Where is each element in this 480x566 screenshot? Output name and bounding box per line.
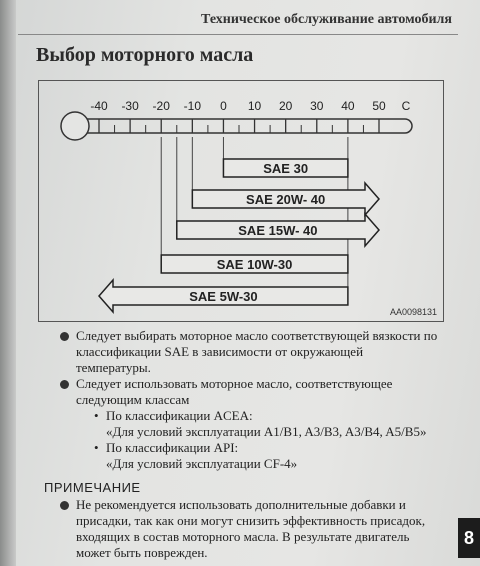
sub-item-acea: • По классификации ACEA: «Для условий эк… xyxy=(92,408,440,440)
sub-item-api: • По классификации API: «Для условий экс… xyxy=(92,440,440,472)
viscosity-bar: SAE 30 xyxy=(222,158,349,178)
bullet-text: Следует использовать моторное масло, соо… xyxy=(76,376,393,407)
figure-code: AA0098131 xyxy=(390,307,437,317)
header-rule xyxy=(18,34,458,35)
unit-label: C xyxy=(402,99,411,113)
page-spine xyxy=(0,0,16,566)
bullet-icon xyxy=(60,380,69,389)
bullet-icon xyxy=(60,501,69,510)
bar-label: SAE 30 xyxy=(263,161,308,176)
viscosity-bar: SAE 10W-30 xyxy=(160,254,349,274)
bullet-item-1: Следует выбирать моторное масло соответс… xyxy=(60,328,440,376)
tick-label: 20 xyxy=(279,99,293,113)
oil-viscosity-chart: -40 -30 -20 -10 0 10 20 30 40 50 C SAE 30 SAE 20W- … xyxy=(38,80,444,322)
viscosity-bar: SAE 20W- 40 xyxy=(191,181,380,217)
page-number-tab: 8 xyxy=(458,518,480,558)
sub-list: • По классификации ACEA: «Для условий эк… xyxy=(92,408,440,472)
page-title: Выбор моторного масла xyxy=(36,44,254,66)
bar-label: SAE 15W- 40 xyxy=(238,223,317,238)
note-text: Не рекомендуется использовать дополнител… xyxy=(76,497,426,560)
tick-label: -10 xyxy=(184,99,202,113)
bar-label: SAE 20W- 40 xyxy=(246,192,325,207)
note-body: Не рекомендуется использовать дополнител… xyxy=(44,497,444,561)
sub-item-title: По классификации API: xyxy=(106,440,239,455)
sub-item-value: «Для условий эксплуатации CF-4» xyxy=(106,456,298,471)
sub-item-title: По классификации ACEA: xyxy=(106,408,253,423)
bullet-text: Следует выбирать моторное масло соответс… xyxy=(76,328,438,375)
tick-label: -20 xyxy=(153,99,171,113)
bullet-item-2: Следует использовать моторное масло, соо… xyxy=(60,376,440,472)
tick-label: -30 xyxy=(121,99,139,113)
bar-label: SAE 10W-30 xyxy=(217,257,293,272)
note-section: ПРИМЕЧАНИЕ Не рекомендуется использовать… xyxy=(44,480,444,561)
sub-bullet-icon: • xyxy=(94,440,99,455)
bullet-icon xyxy=(60,332,69,341)
viscosity-bar: SAE 15W- 40 xyxy=(176,212,380,248)
note-title: ПРИМЕЧАНИЕ xyxy=(44,480,141,495)
thermometer-icon xyxy=(60,111,413,141)
tick-label: 30 xyxy=(310,99,324,113)
viscosity-bar: SAE 5W-30 xyxy=(98,278,349,314)
tick-label: 0 xyxy=(220,99,227,113)
tick-label: 40 xyxy=(341,99,355,113)
tick-label: -40 xyxy=(90,99,108,113)
tick-label: 10 xyxy=(248,99,262,113)
bar-label: SAE 5W-30 xyxy=(189,289,257,304)
chart-svg: -40 -30 -20 -10 0 10 20 30 40 50 C SAE 30 SAE 20W- … xyxy=(60,99,437,317)
sub-bullet-icon: • xyxy=(94,408,99,423)
sub-item-value: «Для условий эксплуатации A1/B1, A3/B3, … xyxy=(106,424,427,439)
tick-label: 50 xyxy=(372,99,386,113)
bullet-list: Следует выбирать моторное масло соответс… xyxy=(60,328,440,472)
running-header: Техническое обслуживание автомобиля xyxy=(201,12,452,27)
